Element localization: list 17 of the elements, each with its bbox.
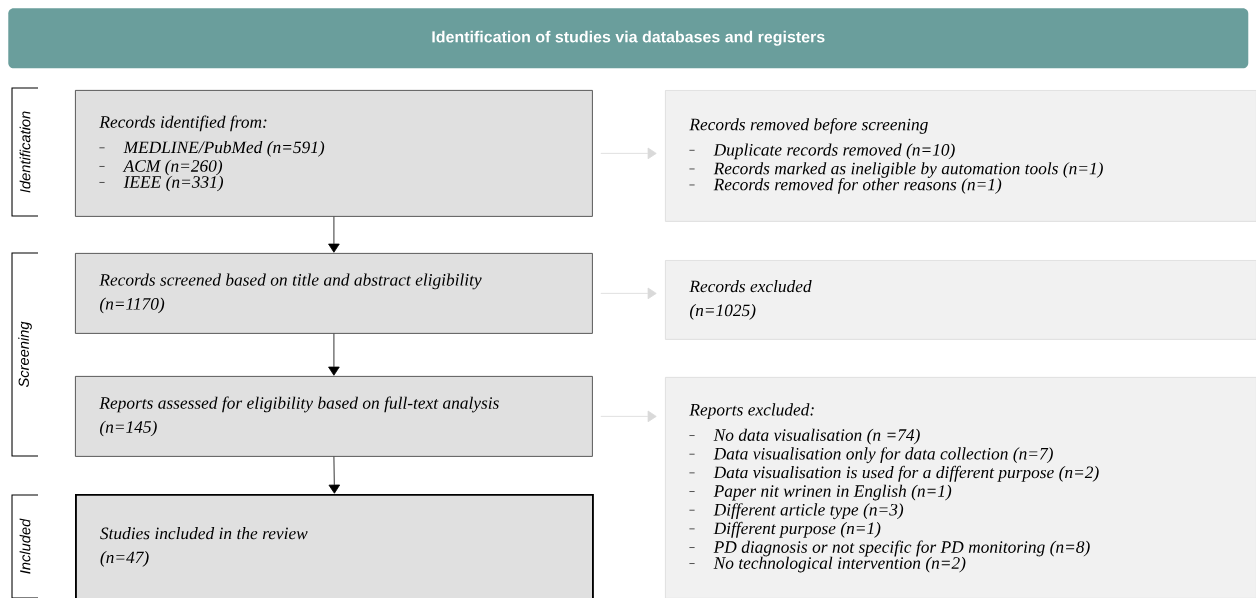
process-box: Studies included in the review (n=47) bbox=[75, 494, 594, 598]
process-box: Records excluded (n=1025) bbox=[665, 260, 1256, 340]
stage-label: Screening bbox=[18, 321, 32, 388]
arrow bbox=[328, 333, 340, 376]
stage-label: Included bbox=[19, 518, 31, 574]
arrow bbox=[600, 147, 657, 160]
process-box: Records identified from: MEDLINE/PubMed (n=591) ACM (n=260) IEEE (n=331) bbox=[75, 90, 593, 217]
arrow bbox=[600, 287, 657, 300]
process-box: Reports assessed for eligibility based on full-text analysis (n=145) bbox=[75, 376, 593, 457]
header-band: Identification of studies via databases and registers bbox=[8, 8, 1249, 69]
stage-label: Identification bbox=[19, 111, 31, 193]
process-box: Records screened based on title and abstract eligibility (n=1170) bbox=[75, 253, 593, 334]
arrow bbox=[328, 216, 340, 253]
process-box: Reports excluded: No data visualisation (n =74) Data visualisation only for data collection (n=7) Data visualisation is used for a different purpose (n=2) Paper nit wrinen in English (n=1) Different article type (n=3) Different purpose (n=1) PD diagnosis or not specific for PD monitoring (n=8) No technological intervention (n=2) bbox=[665, 377, 1256, 598]
arrow bbox=[328, 456, 341, 494]
process-box: Records removed before screening Duplicate records removed (n=10) Records marked as ineligible by automation tools (n=1) Records removed for other reasons (n=1) bbox=[665, 90, 1256, 222]
arrow bbox=[600, 410, 657, 423]
